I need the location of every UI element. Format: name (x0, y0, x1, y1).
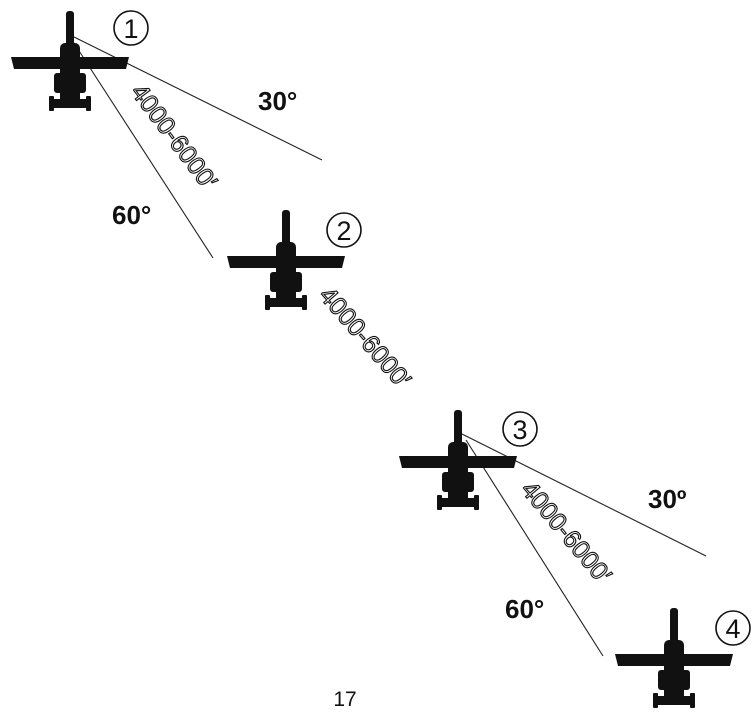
angle-label-1-30: 30° (258, 86, 297, 116)
page-number: 17 (333, 688, 356, 711)
aircraft-3-number: 3 (512, 415, 527, 445)
aircraft-1-number-badge: 1 (113, 10, 149, 46)
angle-label-3-30: 30º (648, 484, 687, 514)
angle-line-1-30 (71, 35, 323, 161)
angle-line-3-30 (461, 433, 707, 557)
distance-label-3-4: 4000-6000′ (515, 476, 617, 589)
aircraft-3-silhouette (399, 410, 517, 510)
angle-line-1-60 (71, 39, 214, 259)
aircraft-1-number: 1 (123, 14, 138, 44)
distance-label-2-3: 4000-6000′ (313, 282, 416, 394)
aircraft-4-silhouette (615, 608, 733, 708)
angle-label-1-60: 60° (112, 200, 151, 230)
distance-label-1-2: 4000-6000′ (125, 79, 222, 195)
aircraft-1-silhouette (11, 11, 129, 111)
angle-line-3-60 (465, 439, 604, 657)
angle-label-3-60: 60° (505, 594, 544, 624)
aircraft-4-number-badge: 4 (715, 610, 751, 646)
aircraft-4-number: 4 (725, 614, 740, 644)
aircraft-3-number-badge: 3 (502, 411, 538, 447)
aircraft-2-number: 2 (336, 216, 351, 246)
aircraft-2-number-badge: 2 (326, 212, 362, 248)
